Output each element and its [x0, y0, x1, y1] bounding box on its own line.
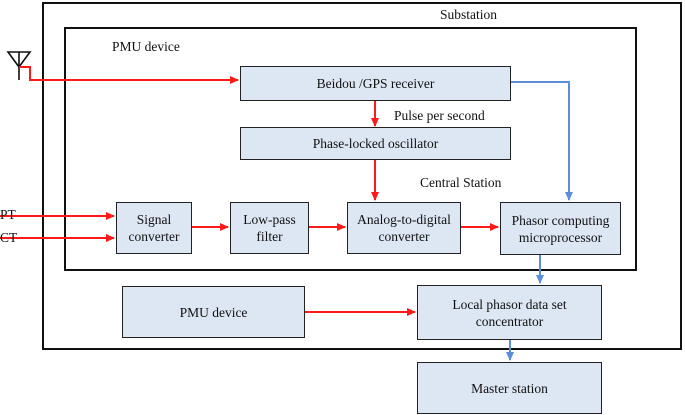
receiver-label: Beidou /GPS receiver [316, 76, 435, 91]
concentrator-line2: concentrator [475, 313, 544, 329]
pulse-per-second-label: Pulse per second [394, 108, 485, 123]
beidou-gps-receiver-block: Beidou /GPS receiver [240, 66, 511, 101]
low-pass-filter-block: Low-pass filter [230, 202, 309, 254]
signal-converter-line2: converter [128, 229, 180, 244]
phase-locked-oscillator-block: Phase-locked oscillator [240, 127, 511, 160]
concentrator-line1: Local phasor data set [452, 296, 567, 312]
phasor-computing-microprocessor-block: Phasor computing microprocessor [500, 202, 621, 255]
local-phasor-data-concentrator-block: Local phasor data set concentrator [417, 285, 602, 340]
microprocessor-line1: Phasor computing [511, 212, 610, 228]
pmu-device-label: PMU device [179, 304, 248, 320]
substation-frame [42, 2, 682, 350]
lowpass-line1: Low-pass [243, 212, 296, 227]
signal-converter-block: Signal converter [116, 202, 192, 254]
master-station-label: Master station [471, 380, 548, 396]
oscillator-label: Phase-locked oscillator [312, 136, 439, 151]
master-station-block: Master station [417, 362, 602, 414]
pt-label: PT [0, 207, 16, 222]
pmu-device-block: PMU device [122, 286, 305, 338]
receiver-to-microprocessor-wire [511, 81, 573, 201]
central-station-label: Central Station [420, 175, 502, 190]
substation-label: Substation [440, 7, 498, 22]
pmu-device-frame [64, 27, 637, 271]
antenna-to-receiver-wire [19, 66, 239, 84]
analog-to-digital-converter-block: Analog-to-digital converter [347, 202, 461, 254]
adc-line2: converter [378, 229, 430, 244]
signal-converter-line1: Signal [136, 212, 172, 227]
adc-line1: Analog-to-digital [357, 212, 451, 227]
lowpass-line2: filter [256, 229, 283, 244]
ct-label: CT [0, 230, 18, 245]
pmu-device-frame-label: PMU device [112, 39, 180, 54]
microprocessor-line2: microprocessor [518, 229, 603, 245]
